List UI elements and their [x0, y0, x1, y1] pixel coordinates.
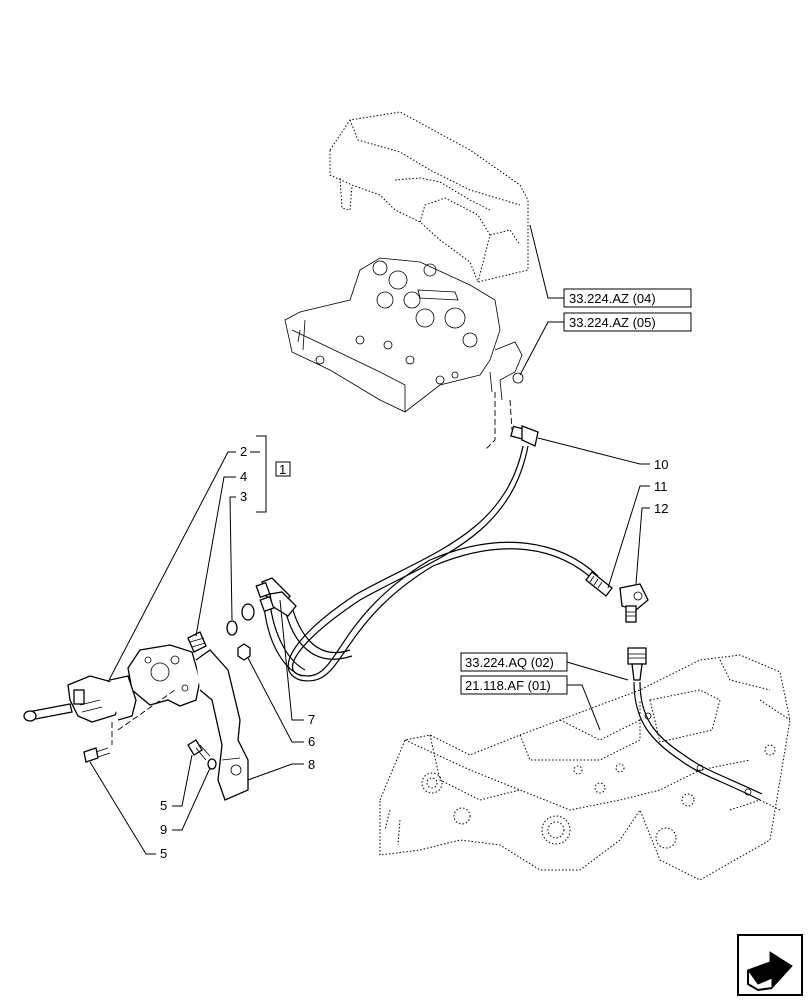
seal-3	[226, 620, 238, 636]
callout-2: 2	[240, 444, 247, 459]
valve-block	[284, 257, 524, 451]
callout-3: 3	[240, 489, 247, 504]
fitting-2-4	[187, 631, 207, 653]
callout-5-lower: 5	[160, 846, 167, 861]
bolt-5-upper	[187, 739, 211, 761]
callout-5-upper: 5	[160, 798, 167, 813]
hoses	[263, 445, 599, 682]
ref-af01-label: 21.118.AF (01)	[465, 678, 551, 693]
callout-12: 12	[654, 501, 668, 516]
ref-box-az05[interactable]: 33.224.AZ (05)	[563, 312, 692, 332]
ref-az05-label: 33.224.AZ (05)	[569, 315, 656, 330]
next-page-arrow-icon[interactable]	[737, 934, 803, 996]
callout-11: 11	[654, 479, 668, 494]
valve-cover	[329, 111, 529, 283]
ref-aq02-label: 33.224.AQ (02)	[465, 655, 554, 670]
elbow-fitting-12	[619, 583, 649, 623]
callout-8: 8	[308, 757, 315, 772]
ref-az04-label: 33.224.AZ (04)	[569, 291, 656, 306]
kit-label: 1	[279, 462, 286, 477]
hose-fitting-10	[510, 425, 539, 447]
control-valve	[23, 675, 137, 723]
ref-box-az04[interactable]: 33.224.AZ (04)	[563, 288, 692, 308]
callout-9: 9	[160, 822, 167, 837]
callout-6: 6	[308, 734, 315, 749]
nut-6	[237, 643, 251, 661]
kit-box-1[interactable]: 1	[275, 461, 291, 477]
tube-and-fitting	[627, 647, 763, 801]
callout-4: 4	[240, 469, 247, 484]
callout-7: 7	[308, 712, 315, 727]
hose-fittings-7-6	[241, 577, 297, 621]
ref-box-aq02[interactable]: 33.224.AQ (02)	[460, 652, 568, 672]
callout-10: 10	[654, 457, 668, 472]
hose-end-11	[585, 571, 613, 597]
washer-9	[207, 758, 217, 770]
tractor-housing	[379, 654, 791, 881]
pedal-bracket	[127, 644, 249, 801]
bolt-5-lower	[83, 747, 111, 763]
ref-box-af01[interactable]: 21.118.AF (01)	[460, 675, 568, 695]
